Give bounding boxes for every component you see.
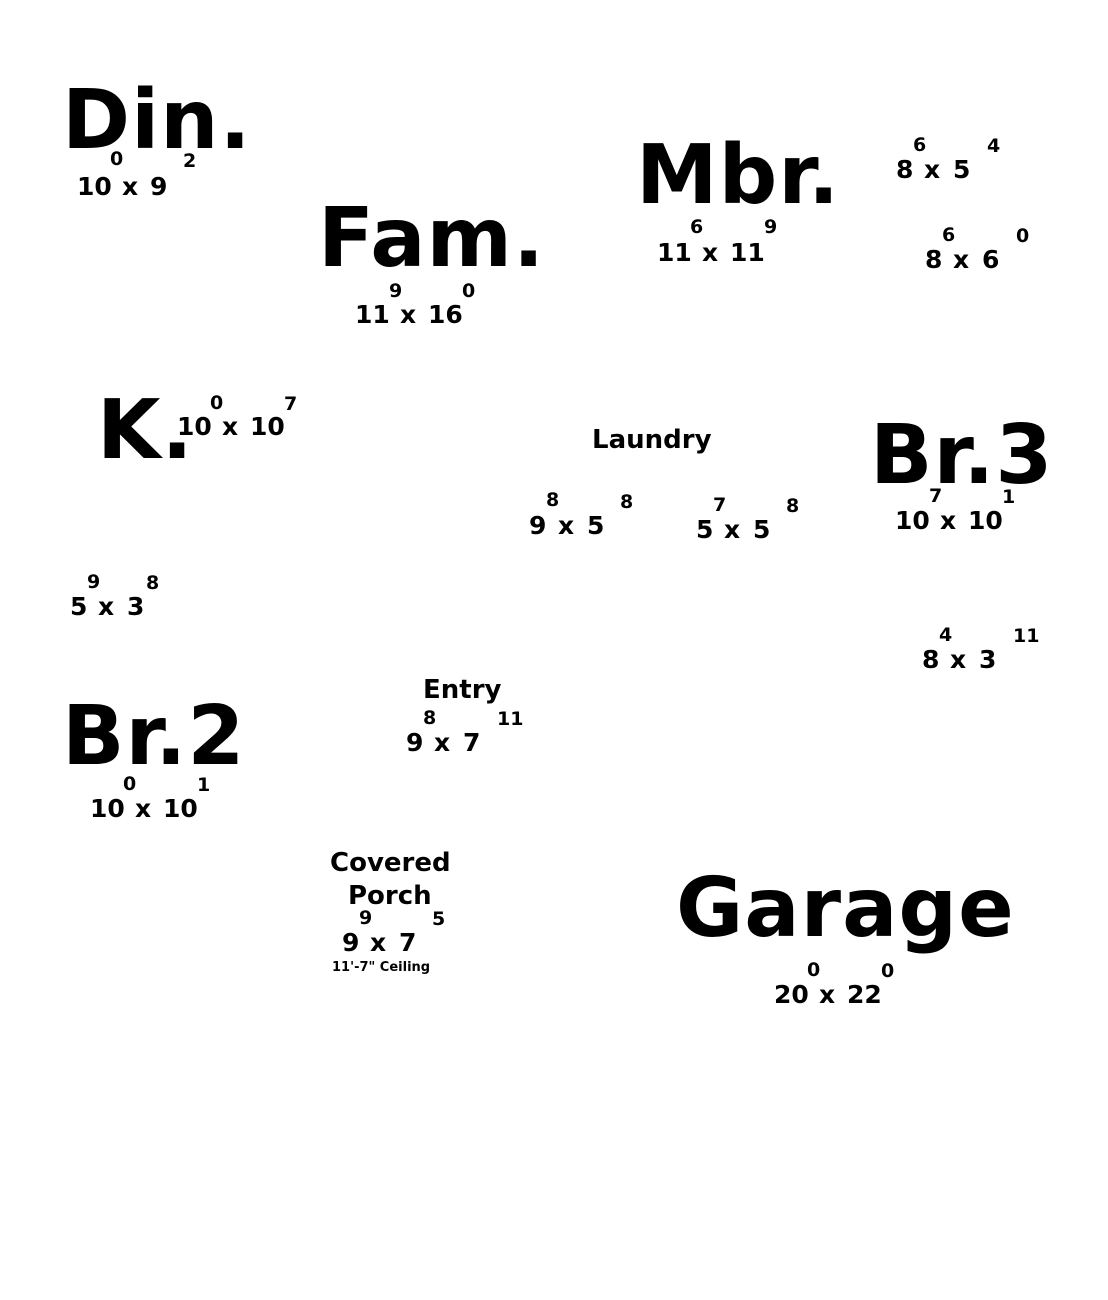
room-label-laundry: Laundry [592, 425, 712, 455]
room-label-covered-porch-line2: Porch [348, 881, 432, 911]
room-note-porch-ceiling: 11'-7" Ceiling [332, 960, 431, 975]
room-label-master-bedroom: Mbr. [636, 128, 841, 223]
room-label-garage: Garage [676, 861, 1015, 956]
room-label-bedroom-3: Br.3 [870, 408, 1054, 503]
room-label-kitchen: K. [97, 383, 194, 478]
room-label-bedroom-2: Br.2 [62, 689, 246, 784]
room-label-covered-porch-line1: Covered [330, 848, 451, 878]
room-label-entry: Entry [423, 675, 502, 705]
room-label-dining: Din. [62, 73, 252, 168]
room-label-family: Fam. [318, 191, 546, 286]
